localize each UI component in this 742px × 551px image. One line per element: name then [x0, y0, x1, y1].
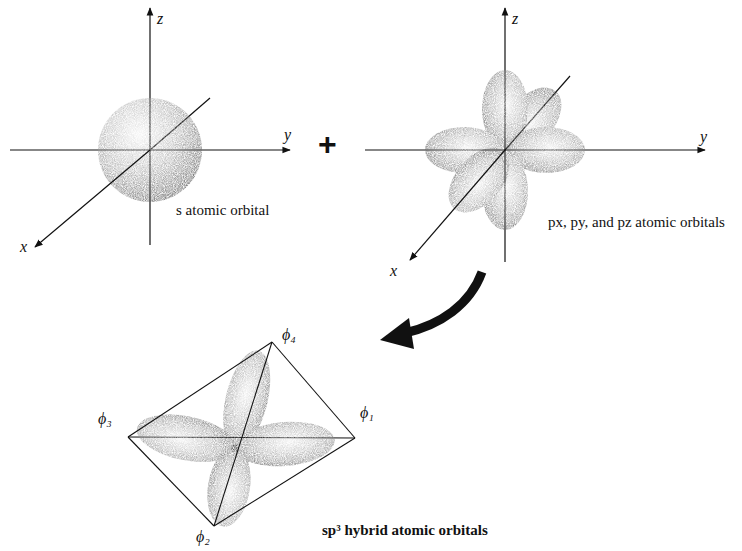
axis-label: x	[20, 238, 27, 256]
p-orbital-x-axis	[410, 150, 505, 260]
s-orbital-x-axis	[35, 150, 150, 247]
tetrahedron-edges	[272, 342, 355, 438]
axis-label: z	[157, 10, 163, 28]
curved-arrow	[380, 318, 414, 349]
p-orbital-x-axis	[410, 150, 505, 260]
axis-label: z	[512, 10, 518, 28]
tetrahedron-edges	[128, 342, 355, 526]
orbital-caption: s atomic orbital	[176, 202, 269, 219]
orbital-label: ϕ₄	[282, 326, 296, 344]
axis-label: y	[700, 128, 707, 146]
curved-arrow	[405, 272, 482, 333]
s-orbital-x-axis	[35, 150, 150, 247]
axis-label: y	[284, 126, 291, 144]
tetrahedron-edges	[214, 438, 355, 526]
axis-label: x	[390, 262, 397, 280]
curved-arrow	[380, 272, 482, 349]
sp3-lobes	[133, 346, 337, 530]
orbital-label: ϕ₃	[98, 410, 112, 428]
s-orbital-axes	[10, 8, 290, 245]
orbital-caption: px, py, and pz atomic orbitals	[548, 214, 733, 231]
orbital-label: ϕ₂	[196, 528, 210, 546]
tetrahedron-edges	[128, 342, 272, 437]
orbital-caption: sp³ hybrid atomic orbitals	[322, 522, 488, 539]
tetrahedron-edges	[128, 437, 214, 526]
orbital-label: ϕ₁	[360, 404, 374, 422]
plus-sign: +	[318, 126, 337, 163]
sp3-lobes	[233, 418, 336, 470]
tetrahedron-edges	[214, 342, 272, 526]
